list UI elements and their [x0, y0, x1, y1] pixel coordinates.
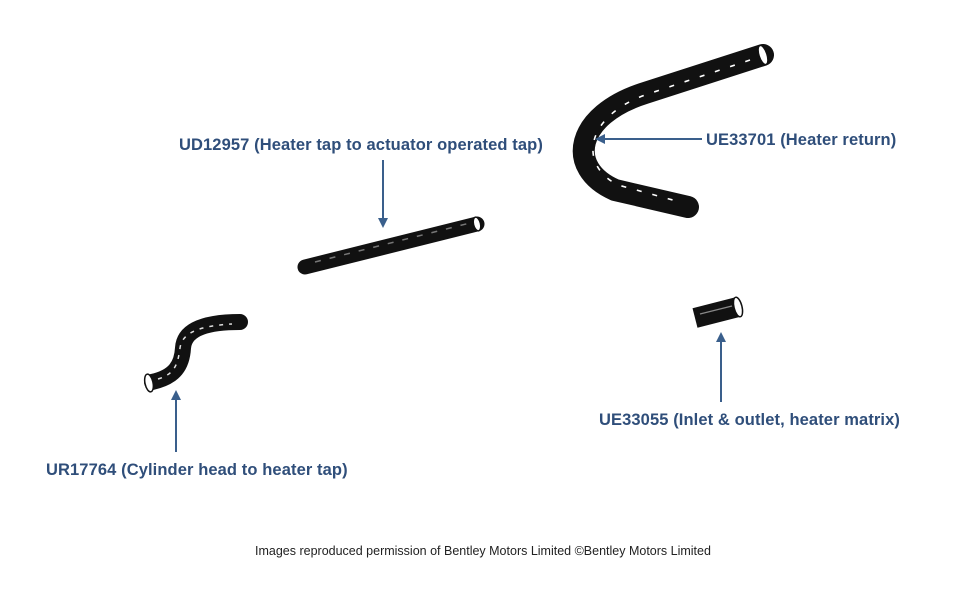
hose-ue33701 — [572, 44, 774, 218]
hose-ud12957 — [297, 216, 485, 275]
hose-ur17764 — [143, 314, 248, 393]
label-ue33701: UE33701 (Heater return) — [706, 131, 897, 149]
hose-ue33055 — [692, 296, 744, 328]
label-ue33055: UE33055 (Inlet & outlet, heater matrix) — [599, 411, 900, 429]
label-ur17764: UR17764 (Cylinder head to heater tap) — [46, 461, 348, 479]
label-ud12957: UD12957 (Heater tap to actuator operated… — [179, 136, 543, 154]
copyright-credit: Images reproduced permission of Bentley … — [255, 544, 711, 558]
